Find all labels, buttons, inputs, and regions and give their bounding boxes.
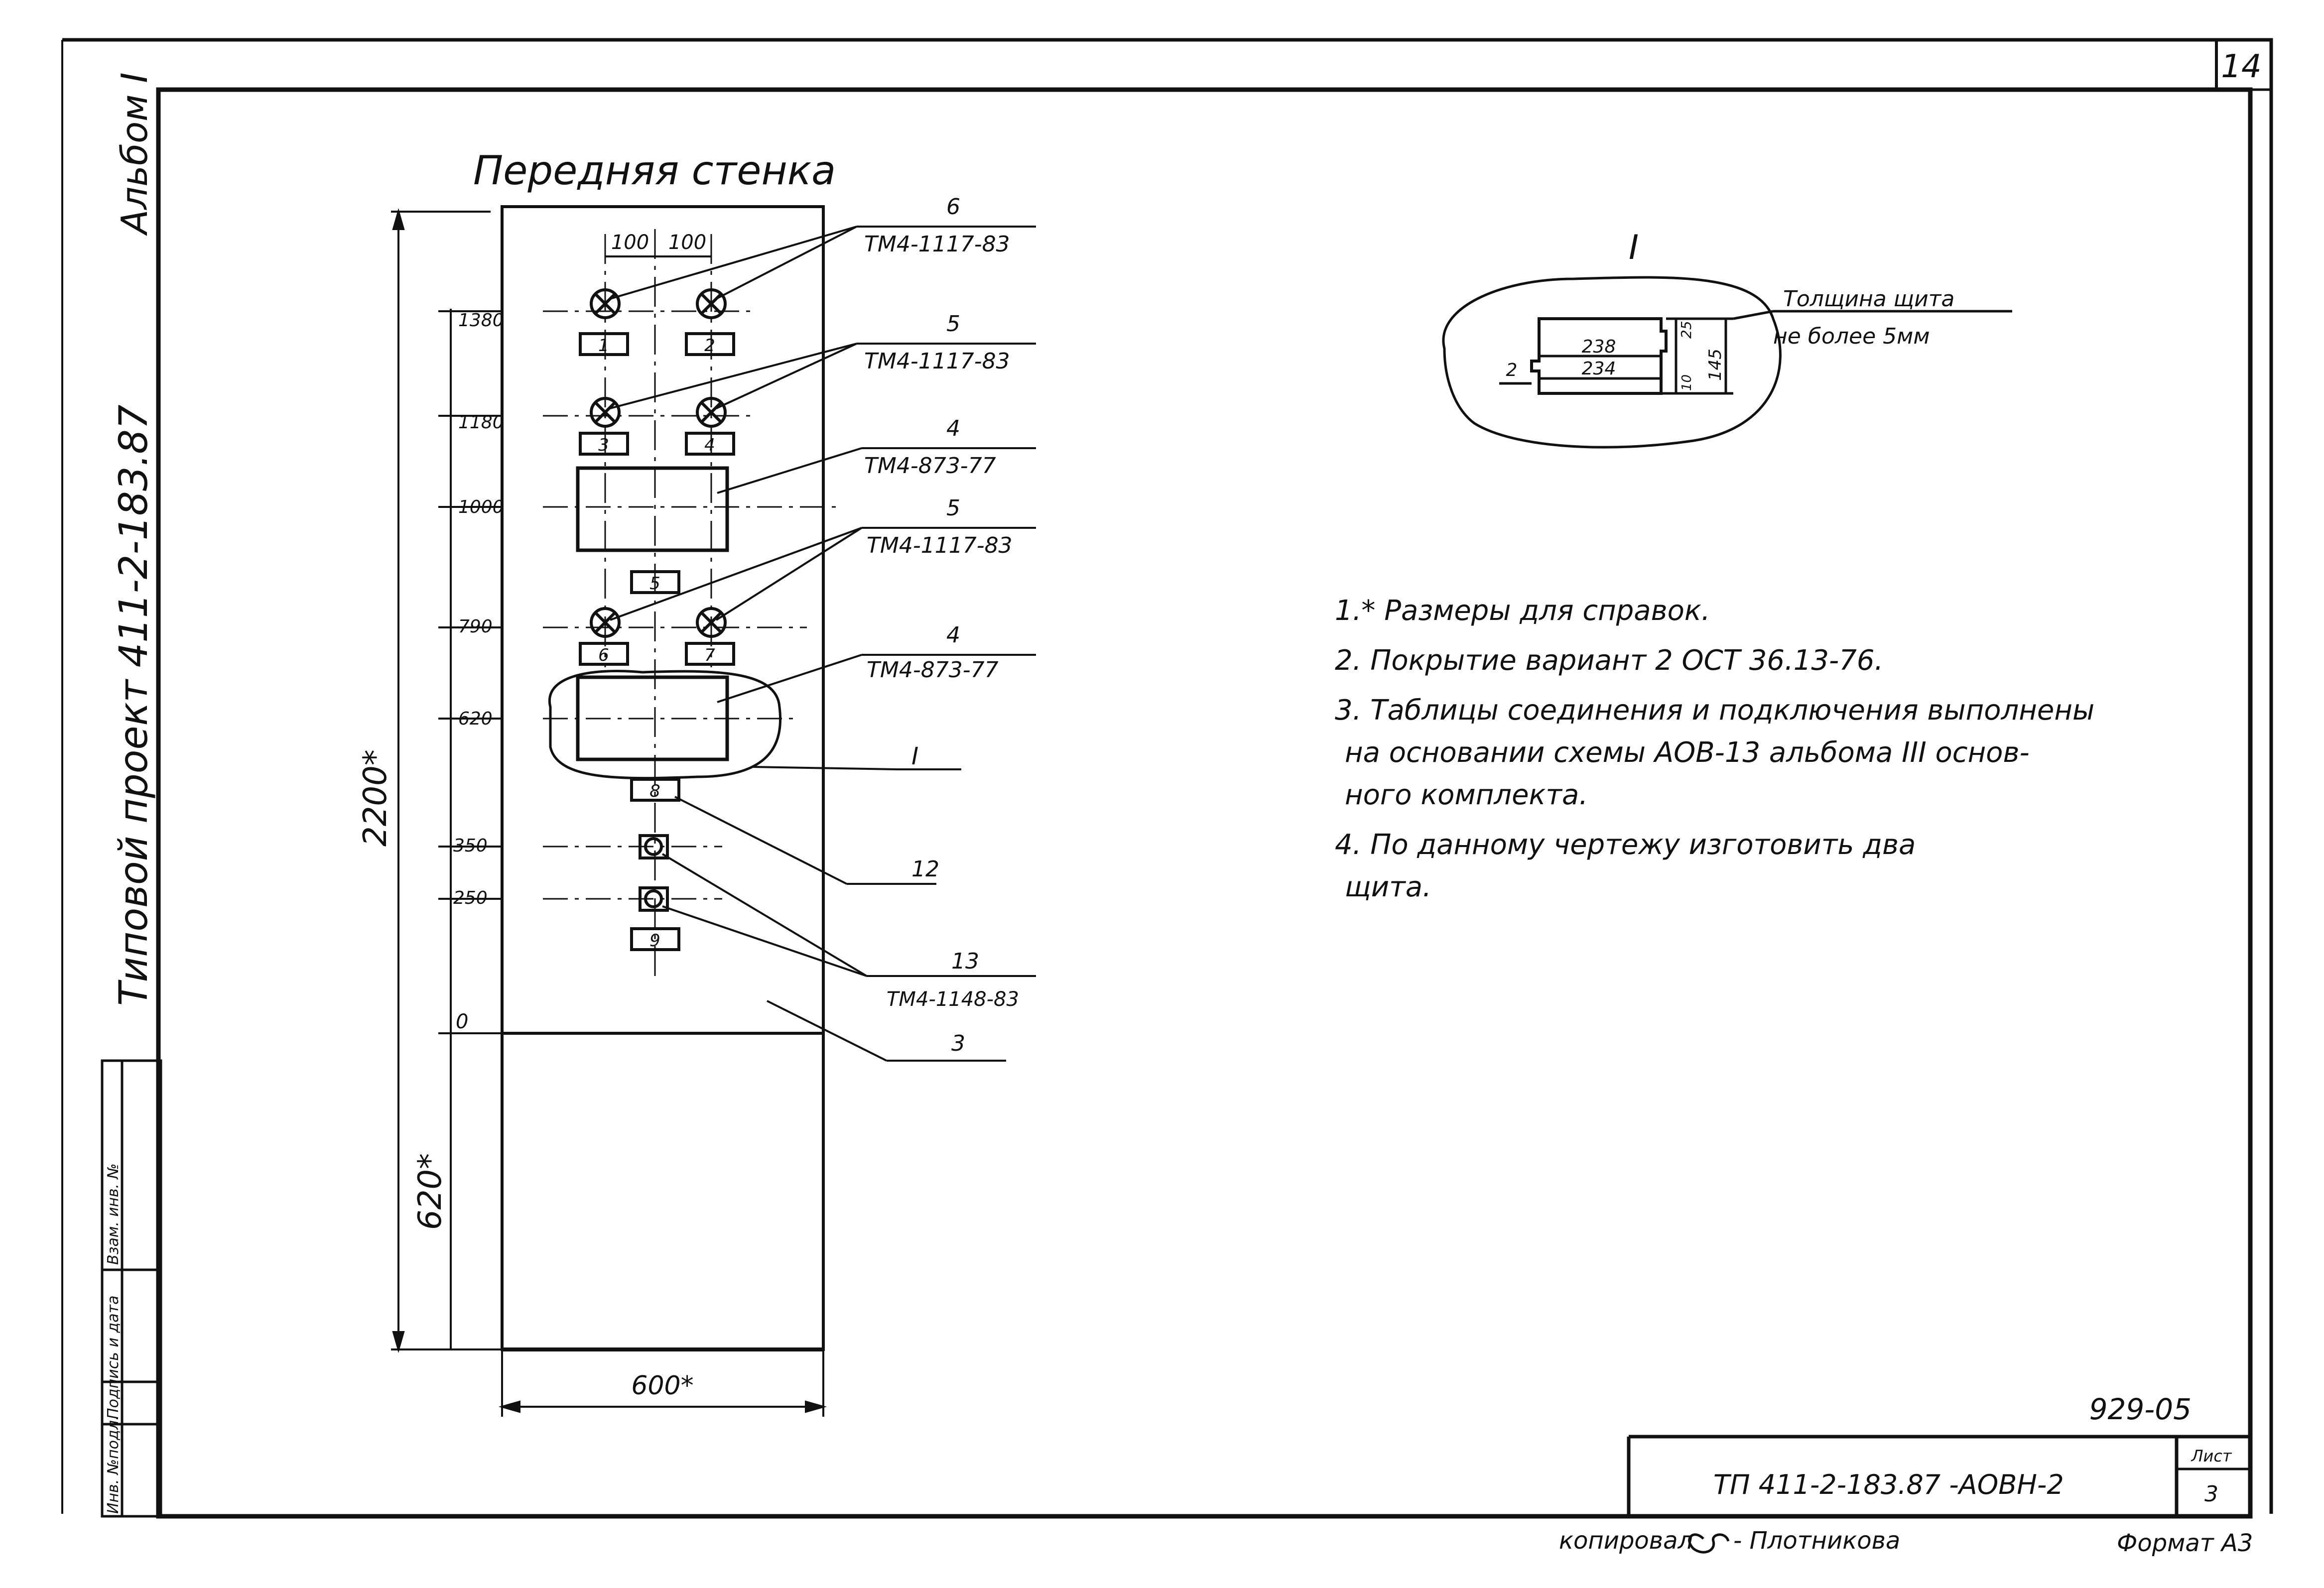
callout-ref-5b: ТМ4-1117-83 [867,533,1013,558]
format-label: Формат А3 [2117,1529,2253,1557]
label-boxes [579,332,735,951]
callout-ref-13: ТМ4-1148-83 [887,988,1019,1011]
copier-name: - Плотникова [1733,1527,1900,1555]
note-2: 2. Покрытие вариант 2 ОСТ 36.13-76. [1335,644,1883,677]
callout-num-4a: 4 [946,416,960,441]
callout-detail-I: I [911,742,918,770]
box-4: 4 [704,435,715,455]
sheet-frame [61,38,2273,1519]
sheet-label: Лист [2191,1447,2232,1466]
callout-num-6: 6 [946,194,960,220]
height-lower: 620* [412,1153,449,1230]
note-4a: 4. По данному чертежу изготовить два [1335,829,1916,861]
level-250: 250 [453,888,488,908]
box-6: 6 [598,645,609,665]
album-label: Альбом I [114,72,155,236]
stamp-cell-1: Инв. №подл. [105,1416,122,1514]
dim-100-left: 100 [611,231,649,254]
dim-10: 10 [1679,374,1694,391]
callout-num-4b: 4 [946,622,960,648]
width-label: 600* [631,1371,693,1401]
level-1180: 1180 [458,412,504,433]
note-3a: 3. Таблицы соединения и подключения выпо… [1335,694,2094,727]
dim-145: 145 [1705,349,1725,381]
box-1: 1 [598,336,609,356]
detail-view [1442,276,2012,449]
box-2: 2 [704,336,715,356]
front-wall-title: Передняя стенка [473,147,836,194]
box-5: 5 [649,574,660,594]
archive-number: 929-05 [2089,1392,2192,1426]
box-7: 7 [704,645,715,665]
sheet-value: 3 [2204,1481,2218,1507]
note-3c: ного комплекта. [1345,779,1588,811]
callout-num-12: 12 [911,856,939,882]
box-3: 3 [598,435,609,455]
level-1000: 1000 [458,497,504,517]
level-0: 0 [456,1010,468,1033]
detail-label: I [1629,228,1639,267]
level-350: 350 [453,836,488,856]
box-8: 8 [649,781,660,801]
sheet-number: 14 [2221,48,2261,85]
project-number: Типовой проект 411-2-183.87 [112,404,156,1006]
callout-ref-5a: ТМ4-1117-83 [864,349,1010,374]
callout-num-5a: 5 [946,311,960,337]
signature-icon [1688,1533,1730,1554]
dim-234: 234 [1582,359,1616,379]
dim-100-right: 100 [668,231,706,254]
callout-ref-4a: ТМ4-873-77 [864,453,996,479]
thickness-note-2: не более 5мм [1773,324,1930,349]
note-4b: щита. [1345,871,1431,903]
dim-2: 2 [1506,360,1518,380]
callout-ref-4b: ТМ4-873-77 [867,657,999,683]
lamp-icon [590,288,727,638]
title-block [1627,1435,2250,1516]
instruments [548,466,782,780]
dim-25: 25 [1678,321,1694,339]
note-3b: на основании схемы АОВ-13 альбома III ос… [1345,736,2030,769]
box-9: 9 [649,931,660,951]
note-1: 1.* Размеры для справок. [1335,595,1710,627]
dim-238: 238 [1582,337,1616,357]
height-total: 2200* [357,749,394,847]
stamp-cell-2: Подпись и дата [105,1296,122,1420]
width-dimension [498,1349,827,1417]
callout-num-3: 3 [951,1031,965,1056]
level-790: 790 [458,616,493,637]
callout-num-5b: 5 [946,495,960,521]
switch-icon [639,834,669,912]
level-dashdot [543,310,842,900]
level-1380: 1380 [458,310,504,331]
callout-num-13: 13 [951,949,979,974]
left-stamp [101,1059,162,1518]
level-lines [438,310,502,1034]
notes: 1.* Размеры для справок. 2. Покрытие вар… [1335,595,2094,903]
callout-ref-6: ТМ4-1117-83 [864,232,1010,257]
stamp-cell-3: Взам. инв. № [105,1163,122,1265]
level-620: 620 [458,709,493,729]
leader-lines [610,226,1036,1062]
thickness-note-1: Толщина щита [1783,286,1954,312]
drawing-designation: ТП 411-2-183.87 -АОВН-2 [1713,1469,2064,1500]
copied-by-label: копировал [1559,1527,1693,1555]
panel-outline [501,205,825,1351]
